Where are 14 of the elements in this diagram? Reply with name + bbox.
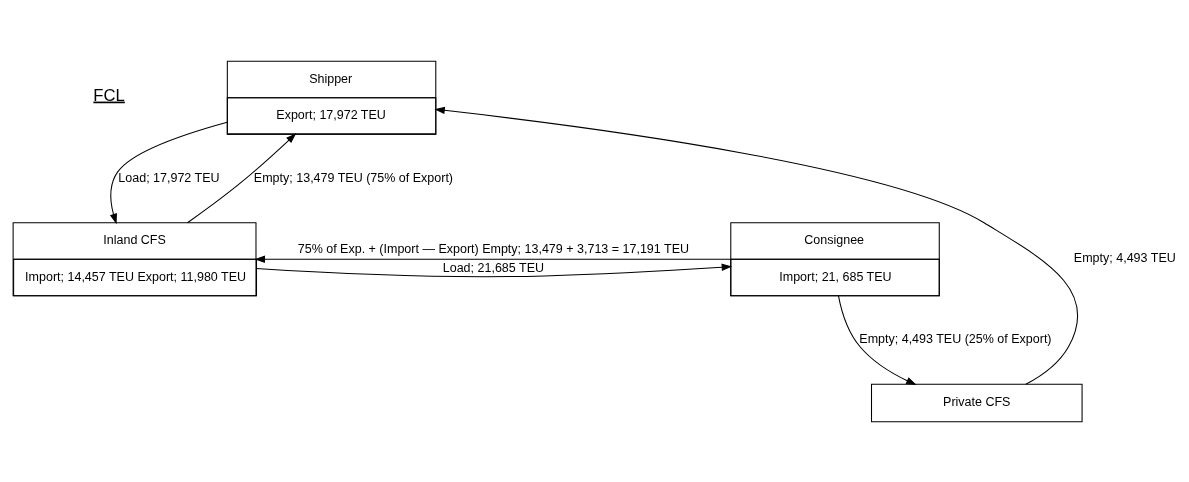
edge-label: 75% of Exp. + (Import — Export) Empty; 13,479 + 3,713 = 17,191 TEU — [297, 241, 690, 256]
label: FCL — [93, 85, 125, 105]
arrow — [837, 294, 917, 385]
arrow — [255, 263, 733, 277]
edge-label: Load; 17,972 TEU — [118, 170, 220, 185]
arrow — [434, 106, 1079, 385]
edge-label: Load; 21,685 TEU — [442, 260, 545, 275]
arrow — [187, 132, 297, 223]
arrow — [254, 255, 732, 263]
edge-label: Empty; 4,493 TEU — [1073, 250, 1176, 265]
edge-label: Empty; 4,493 TEU (25% of Export) — [859, 331, 1052, 346]
edge-label: Empty; 13,479 TEU (75% of Export) — [253, 170, 454, 185]
node-box: Private CFS — [871, 383, 1083, 422]
arrow — [109, 121, 228, 224]
